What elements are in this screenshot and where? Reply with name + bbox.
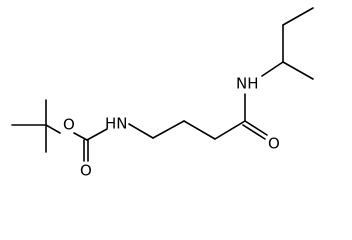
tert-butyl-group <box>11 99 61 153</box>
atom-label-ester-oxygen: O <box>63 116 75 134</box>
bond-carbonyl-to-carbamate-nitrogen <box>86 128 108 141</box>
butanamide-chain <box>128 93 268 140</box>
atom-label-carbamate-nitrogen: HN <box>105 115 128 133</box>
bond-tbu-to-ester-oxygen <box>45 124 61 134</box>
atom-label-carbamate-carbonyl-oxygen: O <box>80 162 92 180</box>
bond-amide-nitrogen-to-methine <box>261 61 284 77</box>
bond-c4-to-c3 <box>152 120 185 139</box>
bond-carbamate-nitrogen-to-c4 <box>128 123 154 139</box>
bond-ester-oxygen-to-carbonyl <box>73 132 88 141</box>
chemical-structure: O O HN O NH <box>11 7 314 180</box>
carbamate-group <box>73 128 108 162</box>
atom-label-amide-carbonyl-oxygen: O <box>268 135 280 153</box>
bond-amide-carbonyl-double-b <box>242 124 266 140</box>
bond-c2-to-c1 <box>214 120 246 140</box>
sec-butyl-group <box>261 7 314 80</box>
atom-label-amide-nitrogen: NH <box>236 75 259 93</box>
bond-amide-carbonyl-double-a <box>244 120 268 136</box>
bond-methine-to-methyl <box>282 61 314 80</box>
bond-methylene-to-ethyl-methyl <box>282 7 314 26</box>
bond-c3-to-c2 <box>183 120 216 140</box>
